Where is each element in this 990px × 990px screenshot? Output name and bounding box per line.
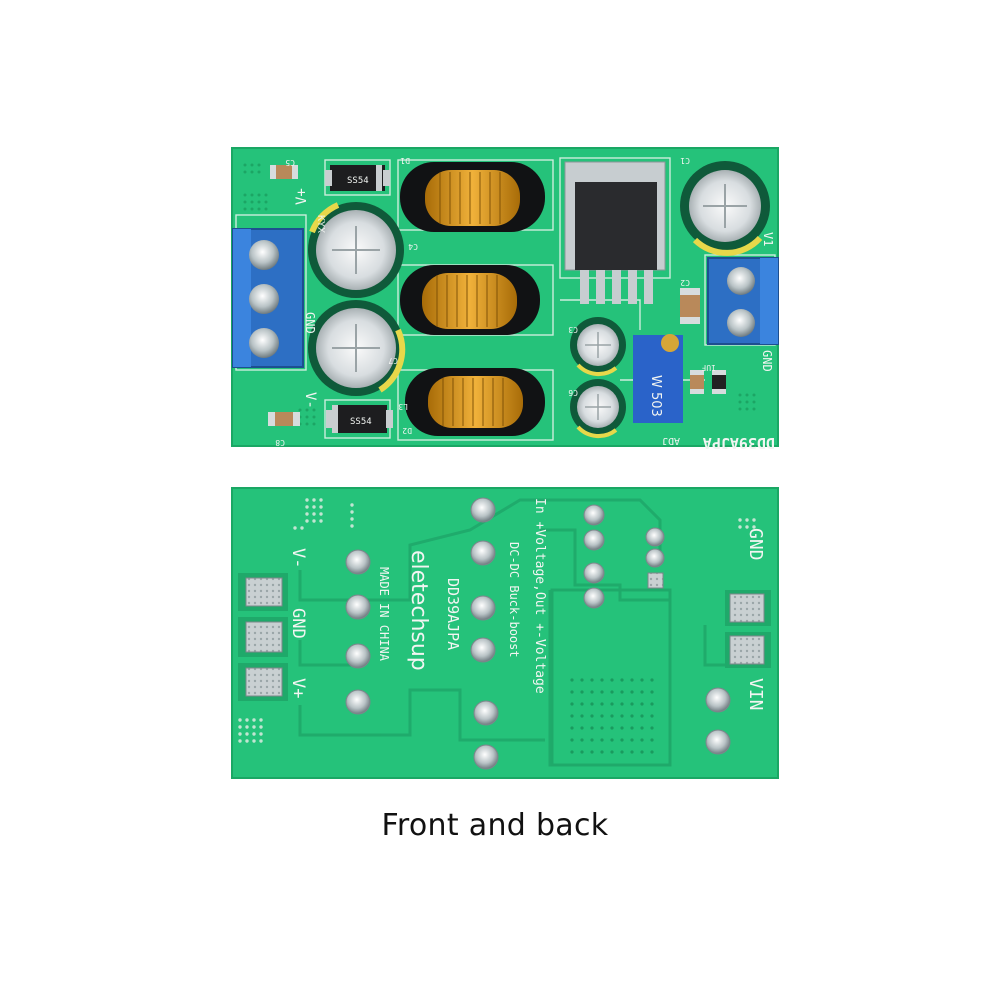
svg-text:C4: C4	[408, 242, 418, 251]
diode-d1: SS54	[325, 165, 390, 191]
svg-text:1UF: 1UF	[701, 363, 716, 372]
back-origin-label: MADE IN CHINA	[377, 567, 391, 662]
inductor-l2	[400, 265, 540, 335]
electrolytic-capacitor-c4	[308, 202, 404, 298]
smd-capacitor-c2	[680, 288, 700, 324]
back-pcb	[232, 488, 778, 778]
cap-marking: KYX	[315, 215, 326, 233]
back-label-vplus: V+	[288, 678, 308, 698]
electrolytic-capacitor-c7	[308, 300, 406, 396]
electrolytic-capacitor-c1	[680, 161, 770, 256]
smd-capacitor-c5	[270, 165, 298, 179]
svg-text:C2: C2	[680, 278, 690, 287]
terminal-label-gnd-left: GND	[303, 312, 317, 334]
electrolytic-capacitor-c6	[570, 379, 626, 438]
electrolytic-capacitor-c3	[570, 317, 626, 376]
terminal-label-vplus: V+	[294, 188, 310, 205]
back-solder-joints	[345, 497, 731, 770]
svg-text:D2: D2	[402, 426, 412, 435]
regulator-ic	[564, 161, 666, 304]
screw-terminal-right	[707, 257, 779, 345]
front-adj-label: ADJ	[662, 435, 680, 446]
inductor-l1	[400, 162, 545, 232]
smd-capacitor-c8	[268, 412, 300, 426]
trimmer-potentiometer: W 503	[633, 334, 683, 423]
back-thermal-pad	[550, 588, 672, 767]
svg-text:C7: C7	[388, 356, 398, 365]
front-model-label: DD39AJPA	[703, 434, 775, 452]
smd-capacitor-1uf	[690, 370, 726, 394]
pot-code-label: W 503	[648, 375, 663, 417]
back-board: V- GND V+ MADE IN CHINA eletechsup DD39A…	[231, 487, 779, 779]
diode-d2: SS54	[326, 405, 393, 433]
back-model-label: DD39AJPA	[444, 578, 462, 650]
back-label-vminus: V-	[288, 548, 308, 568]
back-desc-line1: In +Voltage,Out +-Voltage	[532, 498, 547, 694]
inductor-l3	[405, 368, 545, 436]
svg-text:L3: L3	[398, 402, 408, 411]
terminal-label-gnd-right: GND	[760, 350, 774, 372]
svg-text:C3: C3	[568, 325, 578, 334]
back-via-field	[238, 498, 756, 743]
back-label-gnd-right: GND	[745, 528, 766, 561]
back-label-gnd-left: GND	[288, 608, 308, 639]
diode-marking-d1: SS54	[347, 176, 369, 186]
terminal-label-vminus: V-	[302, 392, 318, 409]
front-via-field	[243, 163, 756, 426]
screw-terminal-left	[232, 228, 304, 368]
svg-text:C5: C5	[285, 158, 295, 167]
diode-marking-d2: SS54	[350, 417, 372, 427]
caption: Front and back	[381, 808, 609, 843]
svg-text:C6: C6	[568, 388, 578, 397]
back-terminal-pads-right	[725, 590, 771, 668]
front-board: SS54 SS54	[231, 147, 779, 452]
terminal-label-v1: V1	[761, 232, 775, 246]
svg-text:D1: D1	[400, 156, 410, 165]
svg-text:C1: C1	[680, 156, 690, 165]
back-brand-label: eletechsup	[406, 550, 431, 671]
svg-text:C8: C8	[275, 438, 285, 447]
back-terminal-pads-left	[238, 573, 288, 701]
front-ref-labels: C5 D1 C1 C4 C2 C7 C3 C6 C8 D2 L3 1UF	[275, 156, 716, 447]
back-desc-line2: DC-DC Buck-boost	[507, 542, 521, 658]
back-label-vin: VIN	[745, 678, 766, 711]
